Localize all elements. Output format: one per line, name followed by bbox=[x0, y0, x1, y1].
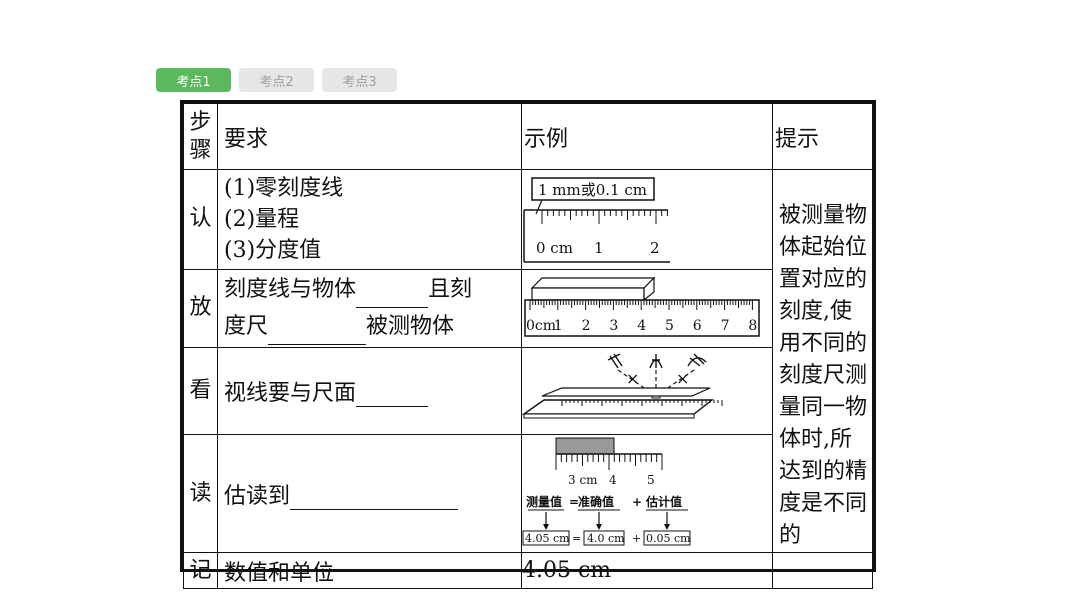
read-tick-5: 5 bbox=[647, 473, 655, 487]
svg-text:+: + bbox=[632, 495, 642, 509]
object-block bbox=[531, 287, 645, 301]
hint-text: 被测量物体起始位置对应的刻度,使用不同的刻度尺测量同一物体时,所达到的精度是不同… bbox=[772, 169, 873, 553]
place-tick-label-4: 4 bbox=[637, 318, 646, 334]
header-example: 示例 bbox=[521, 103, 773, 170]
svg-text:准确值: 准确值 bbox=[578, 494, 614, 509]
tab-bar: 考点1 考点2 考点3 bbox=[156, 68, 397, 92]
header-hint: 提示 bbox=[772, 103, 873, 170]
tick-label-2: 2 bbox=[650, 239, 660, 257]
tab-kaodian-1[interactable]: 考点1 bbox=[156, 68, 231, 92]
req-place: 刻度线与物体 且刻 度尺 被测物体 bbox=[217, 268, 522, 348]
ruler-usage-table: 步骤 要求 示例 提示 认 (1)零刻度线 (2)量程 (3)分度值 1 mm或… bbox=[180, 100, 876, 589]
ruler-diagram-4: 3 cm 4 5 测量值 = 准确值 + 估计值 bbox=[522, 437, 691, 546]
read-tick-3: 3 cm bbox=[568, 473, 598, 487]
tab-kaodian-2[interactable]: 考点2 bbox=[239, 68, 314, 92]
label-box bbox=[531, 177, 655, 201]
pointer-line bbox=[535, 200, 543, 215]
place-tick-label-8: 8 bbox=[748, 318, 757, 334]
tick-label-1: 1 bbox=[594, 239, 604, 257]
req-record: 数值和单位 bbox=[217, 552, 522, 589]
ruler-4-ticks bbox=[555, 453, 663, 470]
svg-text:=: = bbox=[572, 532, 581, 545]
example-record: 4.05 cm bbox=[521, 552, 773, 589]
example-look: × × bbox=[521, 346, 773, 436]
tab-kaodian-3[interactable]: 考点3 bbox=[322, 68, 397, 92]
svg-text:估计值: 估计值 bbox=[645, 494, 682, 509]
measured-value: 4.05 cm bbox=[525, 532, 570, 545]
read-tick-4: 4 bbox=[609, 473, 617, 487]
measured-object bbox=[555, 437, 615, 455]
place-tick-label-6: 6 bbox=[693, 318, 702, 334]
estimated-value: 0.05 cm bbox=[646, 532, 691, 545]
ruler-diagram-1: 1 mm或0.1 cm 0 cm 1 2 bbox=[523, 177, 670, 263]
eye-icon bbox=[607, 353, 707, 369]
header-step: 步骤 bbox=[183, 103, 218, 170]
header-requirement: 要求 bbox=[217, 103, 522, 170]
place-tick-label-2: 2 bbox=[582, 318, 591, 334]
wrong-mark-right: × bbox=[676, 369, 689, 388]
place-tick-label-0: 0cm bbox=[526, 318, 556, 334]
place-tick-label-3: 3 bbox=[609, 318, 618, 334]
example-recognize: 1 mm或0.1 cm 0 cm 1 2 bbox=[521, 169, 773, 270]
step-look: 看 bbox=[183, 346, 218, 436]
req-recognize: (1)零刻度线 (2)量程 (3)分度值 bbox=[217, 169, 522, 270]
ruler-diagram-3: × × bbox=[521, 353, 723, 419]
ruler-1-ticks bbox=[524, 209, 668, 225]
svg-text:=: = bbox=[569, 495, 579, 509]
req-read: 估读到 bbox=[217, 434, 522, 553]
tick-label-0: 0 cm bbox=[536, 239, 573, 257]
example-read: 3 cm 4 5 测量值 = 准确值 + 估计值 bbox=[521, 434, 773, 553]
step-read: 读 bbox=[183, 434, 218, 553]
ruler-body bbox=[524, 298, 760, 337]
place-tick-label-7: 7 bbox=[721, 318, 730, 334]
place-tick-label-1: 1 bbox=[554, 318, 563, 334]
label-text: 1 mm或0.1 cm bbox=[538, 181, 647, 199]
step-record: 记 bbox=[183, 552, 218, 589]
step-place: 放 bbox=[183, 268, 218, 348]
wrong-mark-left: × bbox=[626, 369, 639, 388]
ruler-2-ticks bbox=[529, 299, 753, 310]
equation-words: 测量值 = 准确值 + 估计值 bbox=[526, 494, 682, 509]
step-recognize: 认 bbox=[183, 169, 218, 270]
svg-text:+: + bbox=[632, 532, 641, 545]
accurate-value: 4.0 cm bbox=[587, 532, 625, 545]
place-tick-label-5: 5 bbox=[665, 318, 674, 334]
svg-text:测量值: 测量值 bbox=[526, 494, 562, 509]
req-look: 视线要与尺面 bbox=[217, 346, 522, 436]
